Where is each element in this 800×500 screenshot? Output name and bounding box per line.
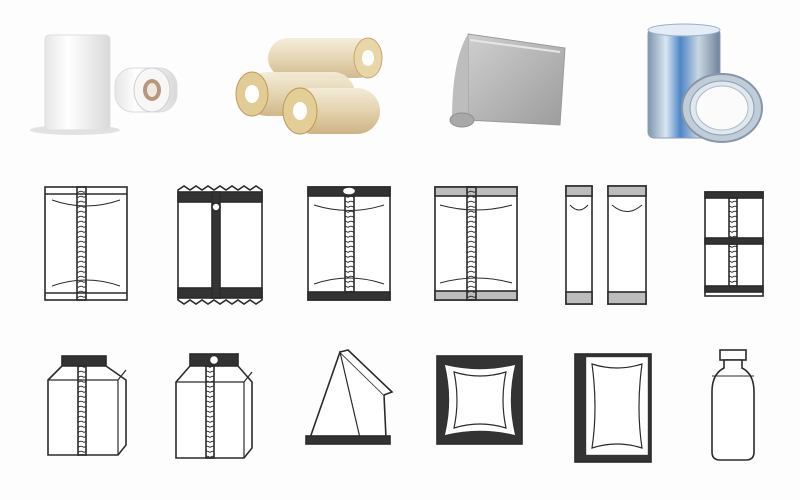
stick-pack-pair-icon	[565, 185, 647, 305]
clear-film-rolls-image	[235, 37, 383, 135]
white-film-rolls-image	[30, 34, 178, 135]
grey-film-sheet-image	[449, 33, 566, 128]
pyramid-triangle-bag-icon	[305, 349, 394, 445]
continuous-linked-bags-icon	[704, 191, 764, 297]
shaped-bottle-pouch-icon	[711, 349, 755, 461]
three-side-seal-bag-icon	[177, 185, 263, 305]
flat-vacuum-pouch-icon	[574, 353, 652, 463]
gusseted-zipper-bag-icon	[175, 353, 253, 459]
aluminium-foil-rolls-image	[647, 23, 763, 143]
gusseted-bag-icon	[47, 355, 127, 456]
back-seal-pillow-bag-icon	[44, 186, 128, 301]
back-seal-bag-with-tear-notch-icon	[434, 186, 518, 301]
pillow-bag-with-hang-hole-icon	[307, 186, 391, 301]
four-side-seal-square-pouch-icon	[436, 355, 523, 445]
